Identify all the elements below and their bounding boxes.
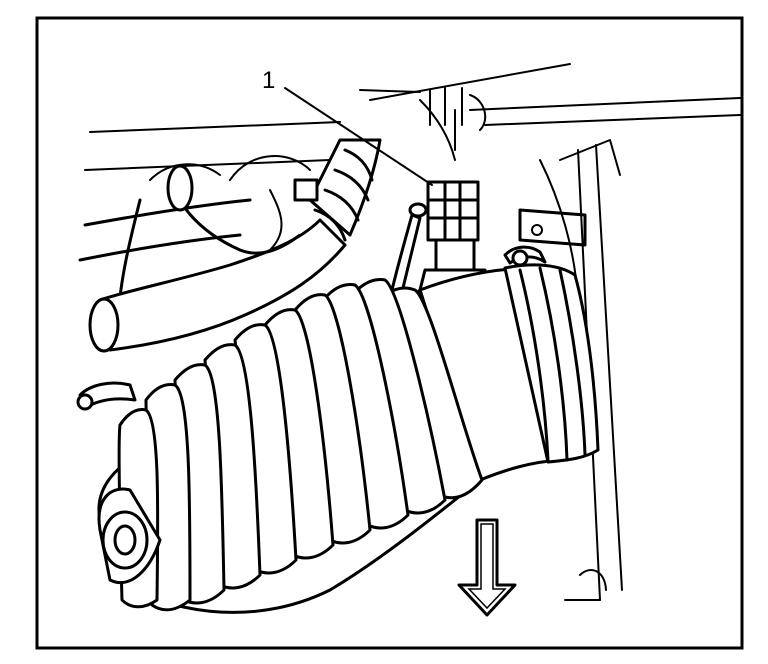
down-arrow-icon bbox=[457, 518, 517, 617]
upper-coolant-hose bbox=[78, 138, 382, 353]
air-intake-duct bbox=[418, 263, 600, 482]
callout-1-leader bbox=[284, 87, 433, 186]
duct-end-fitting bbox=[76, 381, 162, 585]
hose-clamp bbox=[503, 245, 547, 267]
intake-bellows bbox=[97, 278, 484, 614]
mass-air-flow-sensor-connector bbox=[418, 180, 490, 292]
callout-1-label: 1 bbox=[262, 67, 275, 94]
